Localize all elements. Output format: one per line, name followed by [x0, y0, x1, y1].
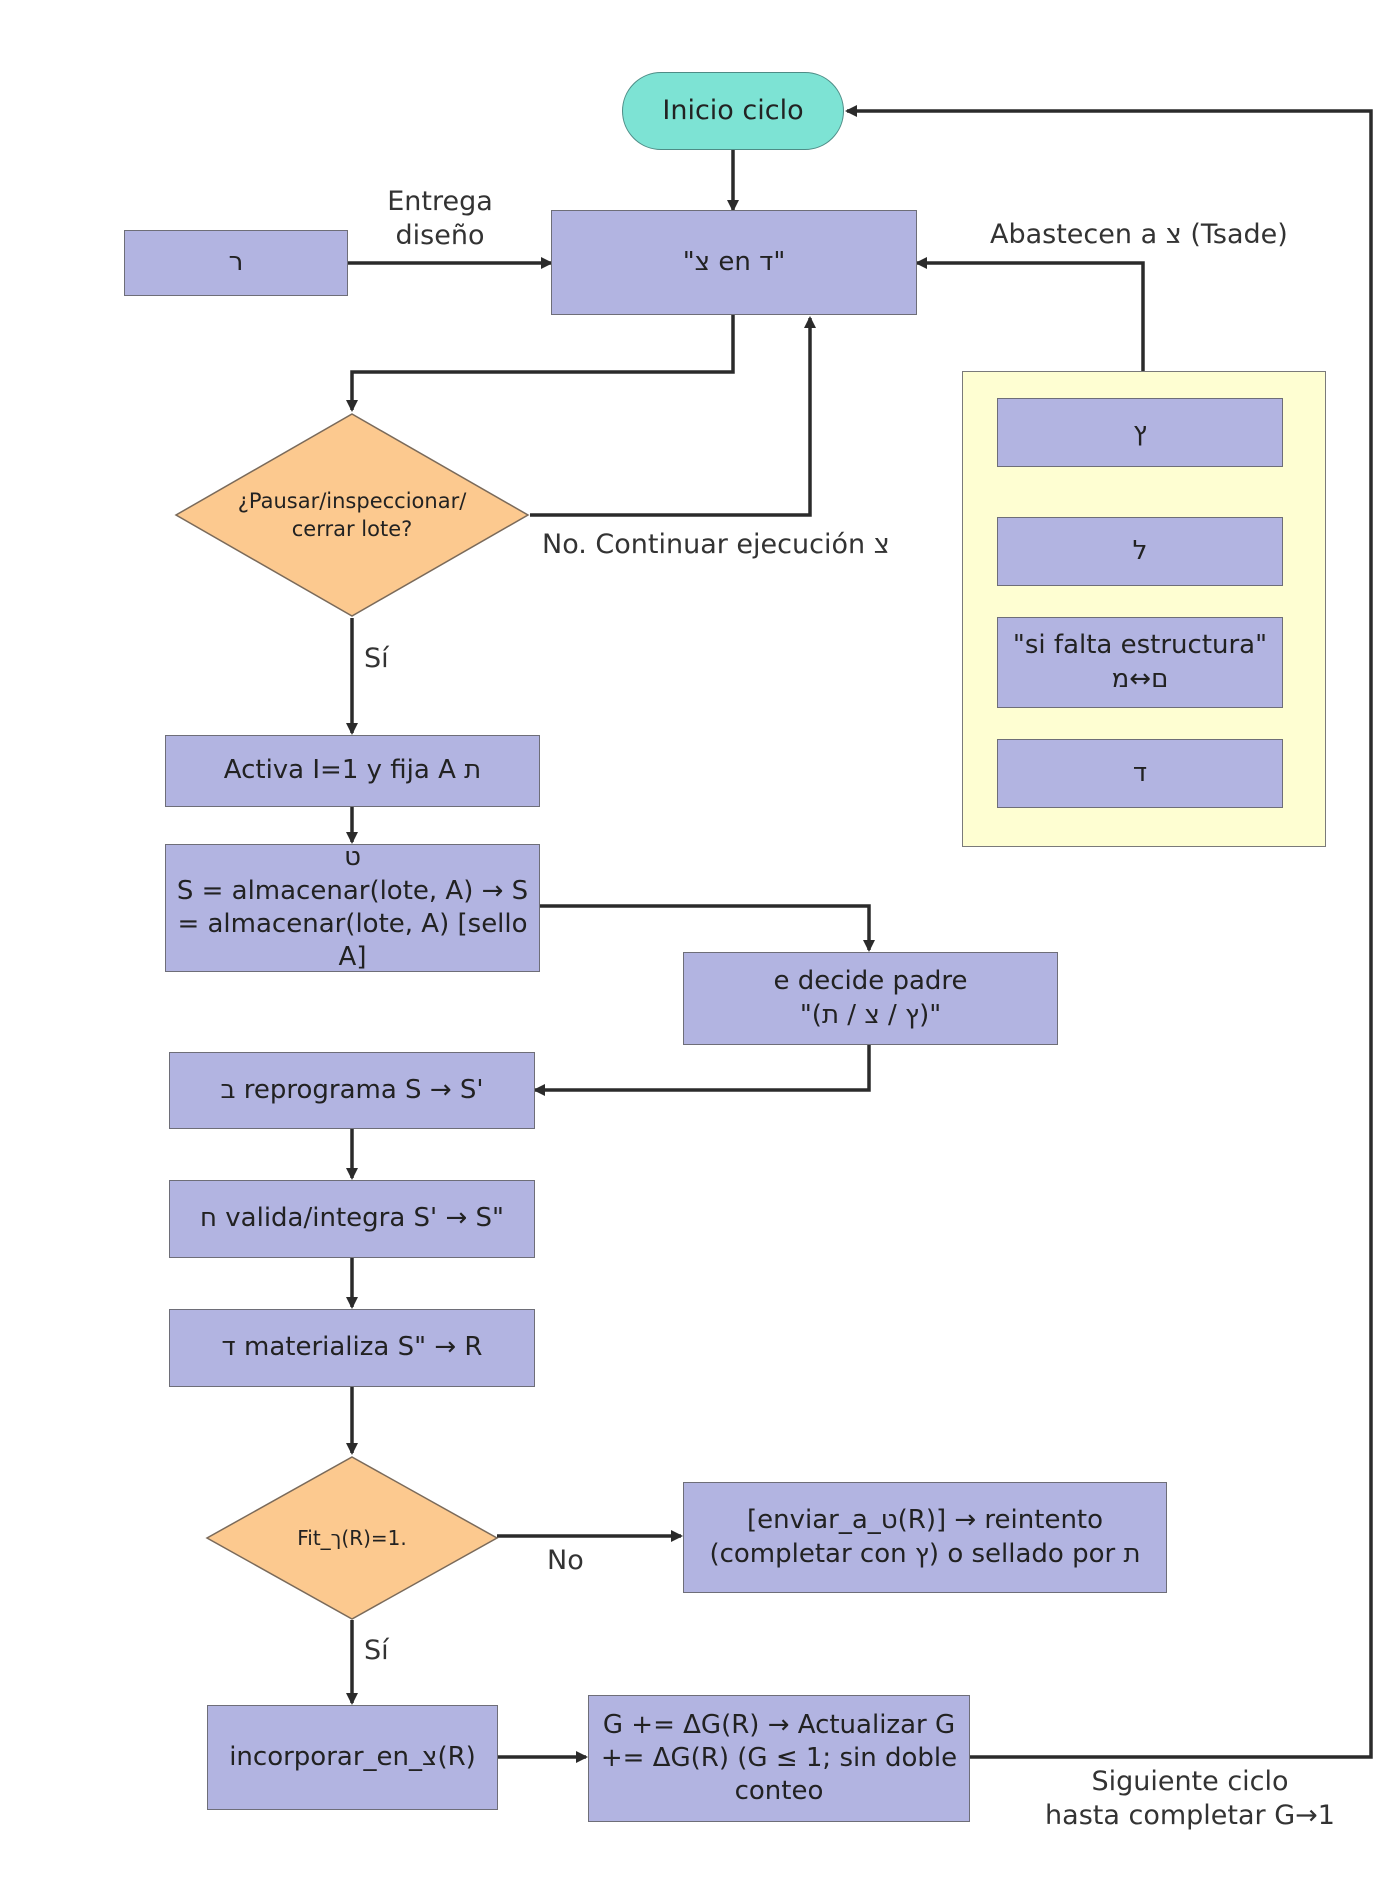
- edge-panel-to-tsade: [915, 257, 1145, 371]
- label-si-2: Sí: [364, 1635, 389, 1666]
- label-si-1: Sí: [364, 643, 389, 674]
- enviar-retry-node: [enviar_a_ט(R)] → reintento (completar c…: [683, 1482, 1167, 1593]
- label-no-continuar: No. Continuar ejecución צ: [542, 529, 890, 560]
- decision-fit-label: Fit_ך(R)=1.: [297, 1525, 407, 1550]
- label-no-2: No: [547, 1545, 584, 1576]
- panel-item-dalet: ד: [997, 739, 1283, 808]
- edge-decide-to-beth: [533, 1045, 871, 1096]
- label-entrega-diseno: Entrega diseño: [387, 186, 493, 251]
- panel-item-lamed: ל: [997, 517, 1283, 586]
- panel-item-estructura: "si falta estructura" ם↔מ: [997, 617, 1283, 708]
- incorporar-node: incorporar_en_צ(R): [207, 1705, 498, 1810]
- decision-pause-inspect: [174, 413, 530, 617]
- resh-node: ר: [124, 230, 348, 296]
- decision-pause-inspect-label: ¿Pausar/inspeccionar/ cerrar lote?: [237, 488, 467, 541]
- tet-store-node: ט S = almacenar(lote, A) → S = almacenar…: [165, 842, 540, 972]
- edge-decision1-no-loop: [530, 316, 816, 517]
- start-cycle-node: Inicio ciclo: [622, 72, 844, 150]
- panel-item-tsade-final: ץ: [997, 398, 1283, 467]
- label-abastecen: Abastecen a צ (Tsade): [990, 219, 1288, 250]
- decision-fit: [205, 1456, 499, 1620]
- beth-reprogram-node: ב reprograma S → S': [169, 1052, 535, 1129]
- tsade-en-dalet-node: "צ en ד": [551, 210, 917, 315]
- update-g-node: G += ΔG(R) → Actualizar G += ΔG(R) (G ≤ …: [588, 1695, 970, 1822]
- dalet-materialize-node: ד materializa S" → R: [169, 1309, 535, 1387]
- activa-node: Activa I=1 y fija A ת: [165, 735, 540, 807]
- edge-tsade-to-decision1: [346, 315, 735, 412]
- edge-tet-to-decide: [538, 904, 875, 952]
- decide-parent-node: e decide padre "(ץ / צ / ת)": [683, 952, 1058, 1045]
- label-siguiente-ciclo: Siguiente ciclo hasta completar G→1: [1045, 1766, 1335, 1831]
- edge-next-cycle-loop: [845, 105, 1373, 1759]
- het-validate-node: ח valida/integra S' → S": [169, 1180, 535, 1258]
